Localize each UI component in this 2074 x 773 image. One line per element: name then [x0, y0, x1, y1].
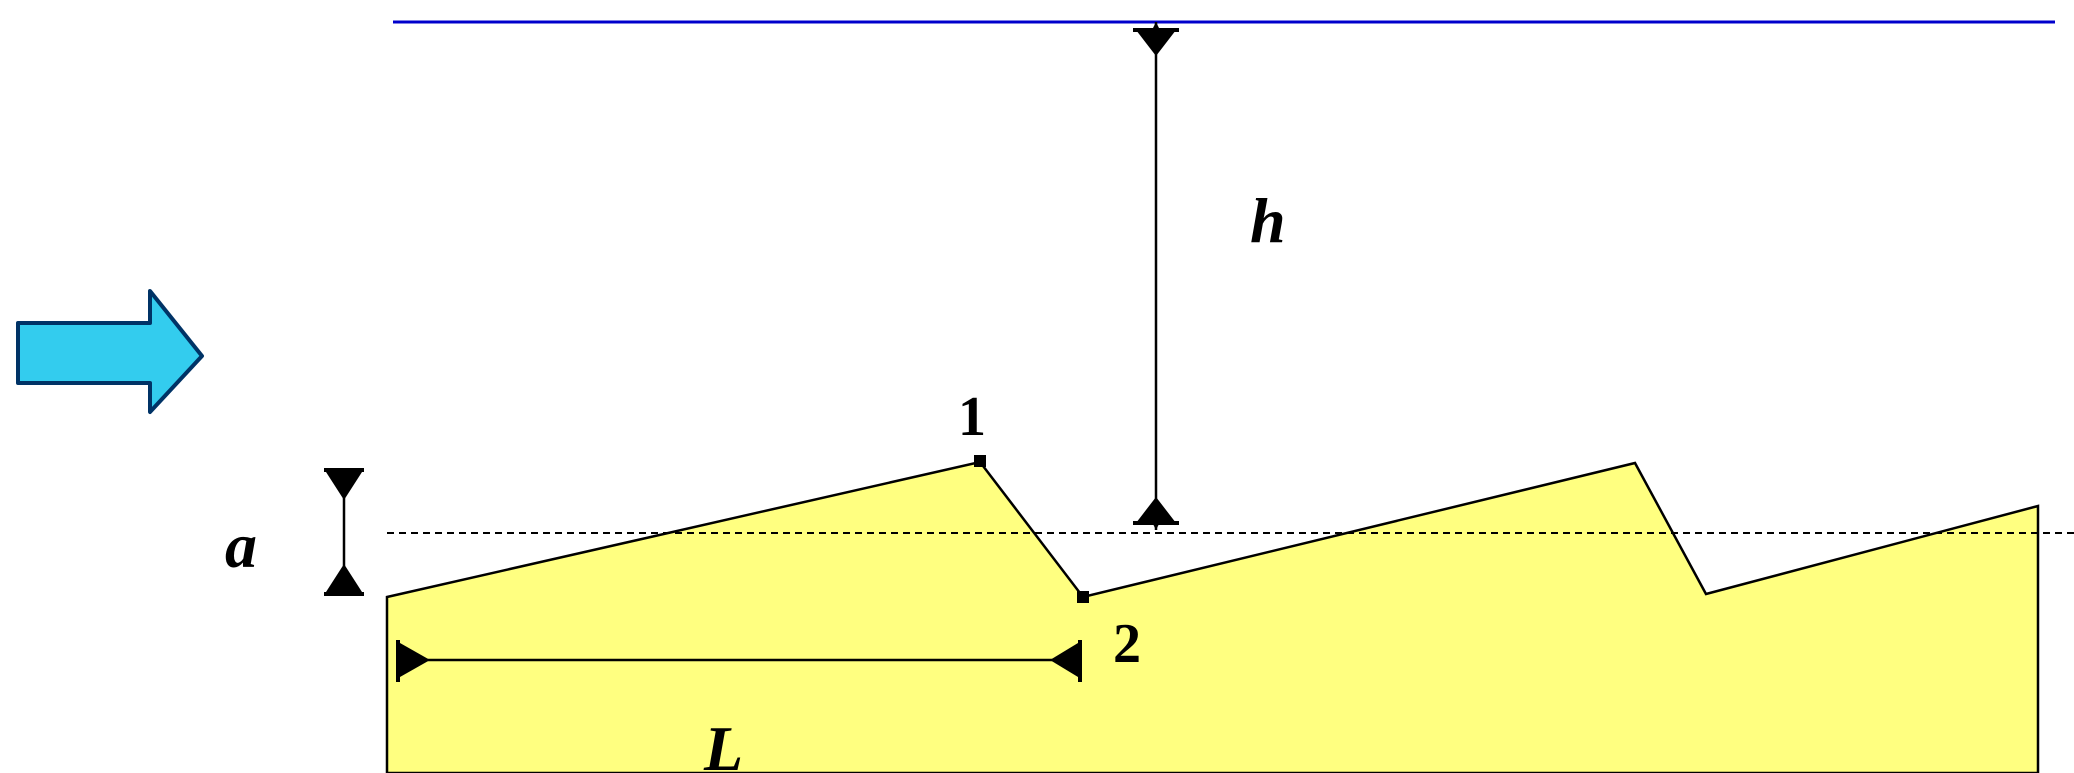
flow-direction-arrow-icon — [16, 289, 204, 414]
l-dimension — [396, 640, 1082, 682]
point-2-marker — [1077, 591, 1089, 603]
a-dimension — [324, 468, 364, 596]
sawtooth-surface — [385, 460, 2040, 773]
h-dimension — [1133, 22, 1179, 530]
label-point-1: 1 — [958, 386, 986, 448]
label-a: a — [225, 510, 257, 581]
label-l: L — [703, 713, 743, 773]
label-point-2: 2 — [1113, 613, 1141, 675]
label-h: h — [1250, 185, 1286, 256]
point-1-marker — [974, 455, 986, 467]
